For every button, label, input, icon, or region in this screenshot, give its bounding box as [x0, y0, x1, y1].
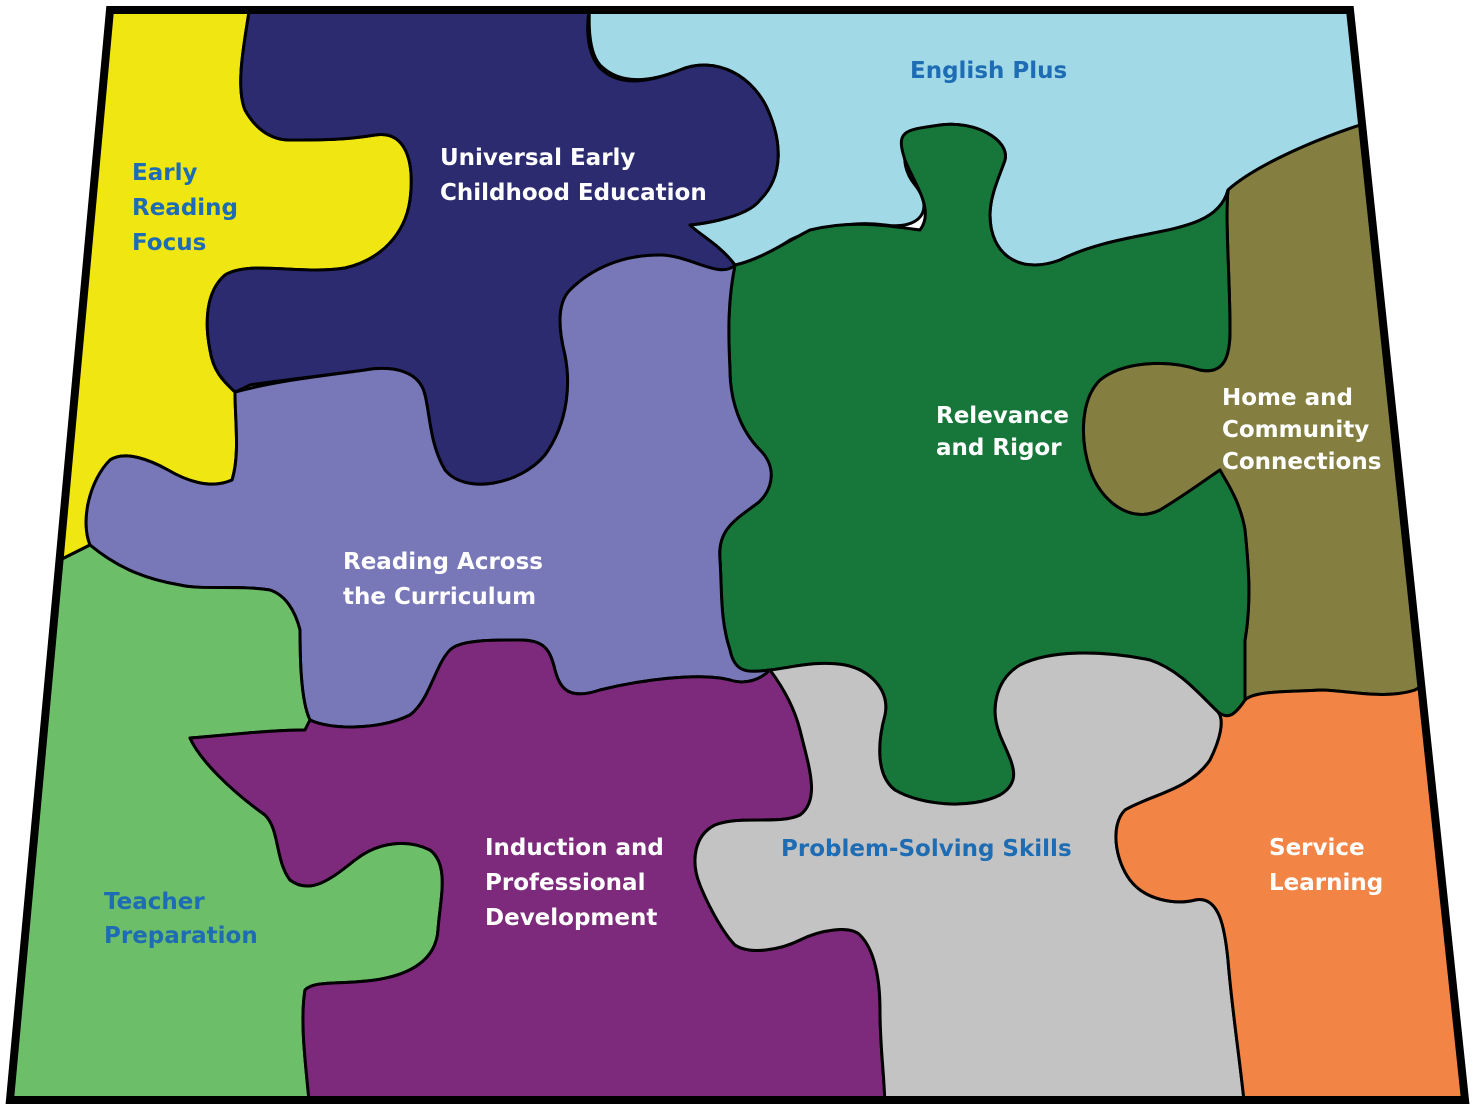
label-early-reading: Early Reading Focus: [132, 160, 246, 256]
label-service-learning: Service Learning: [1269, 835, 1383, 896]
label-line: Home and: [1222, 385, 1353, 411]
label-english-plus: English Plus: [910, 58, 1067, 84]
label-universal-early: Universal Early Childhood Education: [440, 145, 707, 206]
label-line: English Plus: [910, 58, 1067, 84]
label-line: the Curriculum: [343, 584, 536, 610]
label-line: Universal Early: [440, 145, 635, 171]
label-reading-across: Reading Across the Curriculum: [343, 549, 551, 610]
label-line: Preparation: [104, 923, 258, 949]
label-relevance-rigor: Relevance and Rigor: [936, 403, 1077, 461]
label-line: Problem-Solving Skills: [781, 836, 1072, 862]
board-frame: [5, 6, 1470, 1104]
label-line: Relevance: [936, 403, 1069, 429]
label-line: Early: [132, 160, 197, 186]
label-line: Reading: [132, 195, 238, 221]
label-line: and Rigor: [936, 435, 1062, 461]
label-line: Learning: [1269, 870, 1383, 896]
label-problem-solving: Problem-Solving Skills: [781, 836, 1072, 862]
label-line: Induction and: [485, 835, 664, 861]
label-teacher-prep: Teacher Preparation: [104, 889, 258, 949]
label-line: Professional: [485, 870, 645, 896]
label-line: Teacher: [104, 889, 205, 915]
label-line: Development: [485, 905, 657, 931]
label-line: Childhood Education: [440, 180, 707, 206]
label-line: Connections: [1222, 449, 1381, 475]
label-line: Reading Across: [343, 549, 543, 575]
puzzle-piece-service-learning: [1114, 685, 1465, 1100]
label-induction: Induction and Professional Development: [485, 835, 672, 931]
label-line: Community: [1222, 417, 1369, 443]
label-line: Focus: [132, 230, 206, 256]
label-home-community: Home and Community Connections: [1222, 385, 1381, 475]
label-line: Service: [1269, 835, 1365, 861]
